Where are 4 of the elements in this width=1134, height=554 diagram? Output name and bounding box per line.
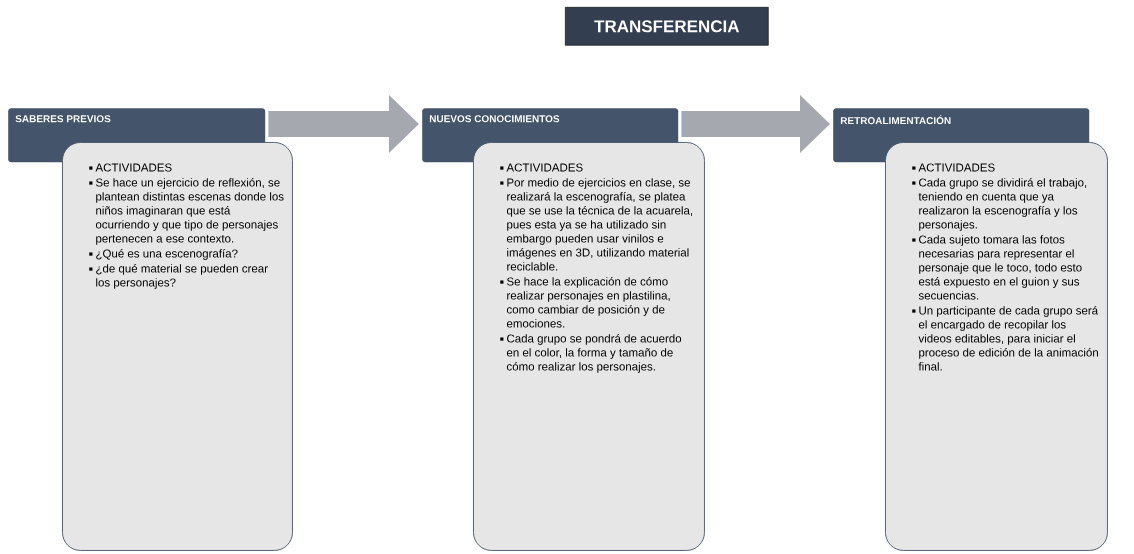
activity-card: ACTIVIDADES Se hace un ejercicio de reflexión, se plantean distintas escenas donde los niños imaginaran que está ocurriendo y que tipo de personajes pertenecen a ese contexto. ¿Qué es una escenografía? ¿de qué material se pueden crear los personajes? — [62, 142, 293, 551]
title-box: TRANSFERENCIA — [565, 7, 769, 46]
activity-card: ACTIVIDADES Por medio de ejercicios en clase, se realizará la escenografía, se platea que se use la técnica de la acuarela, pues esta ya se ha utilizado sin embargo pueden usar vinilos e imágenes en 3D, utilizando material reciclable. Se hace la explicación de cómo realizar personajes en plastilina, como cambiar de posición y de emociones. Cada grupo se pondrá de acuerdo en el color, la forma y tamaño de cómo realizar los personajes. — [473, 142, 705, 551]
activity-card: ACTIVIDADES Cada grupo se dividirá el trabajo, teniendo en cuenta que ya realizaron la escenografía y los personajes. Cada sujeto tomara las fotos necesarias para representar el personaje que le toco, todo esto está expuesto en el guion y sus secuencias. Un participante de cada grupo será el encargado de recopilar los videos editables, para iniciar el proceso de edición de la animación final. — [885, 142, 1108, 551]
